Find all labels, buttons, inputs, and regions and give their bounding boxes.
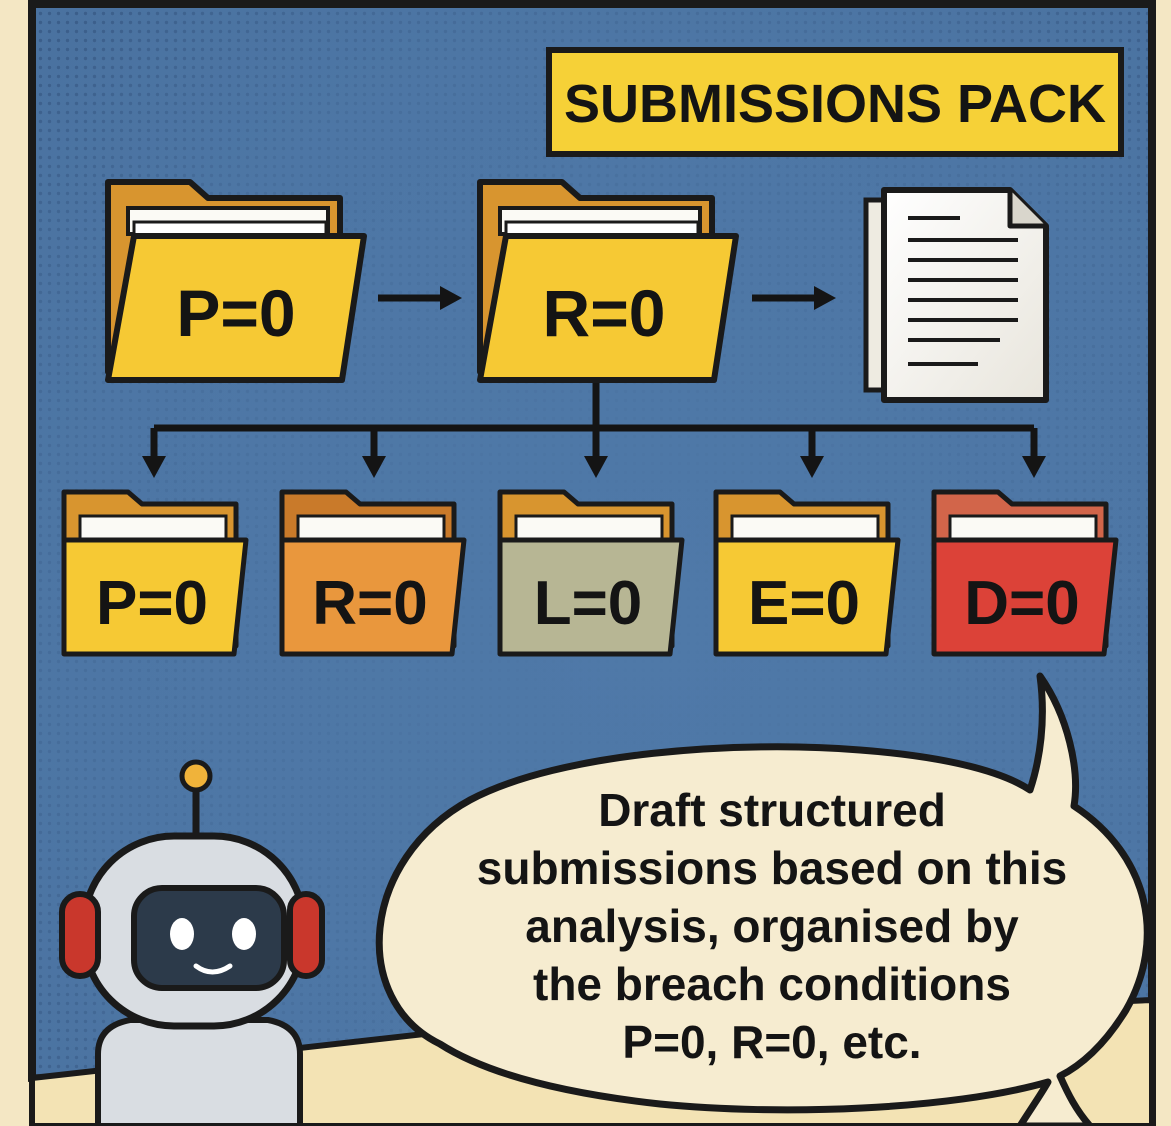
bottom-folder-d-label: D=0	[964, 569, 1079, 638]
speech-line-1: Draft structured	[598, 784, 946, 836]
folder-icon	[931, 489, 1119, 657]
bottom-folder-p-label: P=0	[96, 569, 208, 638]
bottom-folder-e-label: E=0	[748, 569, 860, 638]
folder-icon	[713, 489, 901, 657]
folder-icon	[477, 179, 739, 383]
folder-icon	[279, 489, 467, 657]
bottom-folder-r-label: R=0	[312, 569, 427, 638]
speech-line-4: the breach conditions	[533, 958, 1011, 1010]
folder-icon	[497, 489, 685, 657]
robot-icon	[59, 759, 325, 1126]
arrow-right-icon	[378, 286, 462, 310]
speech-line-2: submissions based on this	[477, 842, 1067, 894]
connectors	[142, 286, 1046, 478]
folder-icon	[105, 179, 367, 383]
folder-icon	[61, 489, 249, 657]
bottom-folder-r: R=0	[279, 489, 467, 657]
title-banner: SUBMISSIONS PACK	[546, 47, 1124, 157]
top-folder-p: P=0	[105, 179, 367, 383]
arrow-down-icon	[584, 428, 608, 478]
speech-line-5: P=0, R=0, etc.	[622, 1016, 921, 1068]
arrow-down-icon	[800, 428, 824, 478]
speech-bubble: Draft structured submissions based on th…	[375, 672, 1151, 1126]
bottom-folder-p: P=0	[61, 489, 249, 657]
arrow-down-icon	[362, 428, 386, 478]
title-text: SUBMISSIONS PACK	[564, 74, 1106, 134]
top-folder-r-label: R=0	[543, 276, 666, 350]
speech-line-3: analysis, organised by	[525, 900, 1019, 952]
bottom-folder-e: E=0	[713, 489, 901, 657]
bottom-folder-l: L=0	[497, 489, 685, 657]
top-folder-r: R=0	[477, 179, 739, 383]
folder-front	[105, 233, 367, 383]
arrow-down-icon	[142, 428, 166, 478]
top-folder-p-label: P=0	[176, 276, 295, 350]
arrow-down-icon	[1022, 428, 1046, 478]
bottom-folder-l-label: L=0	[534, 569, 643, 638]
document-icon	[863, 187, 1049, 403]
bottom-folder-d: D=0	[931, 489, 1119, 657]
arrow-right-icon	[752, 286, 836, 310]
